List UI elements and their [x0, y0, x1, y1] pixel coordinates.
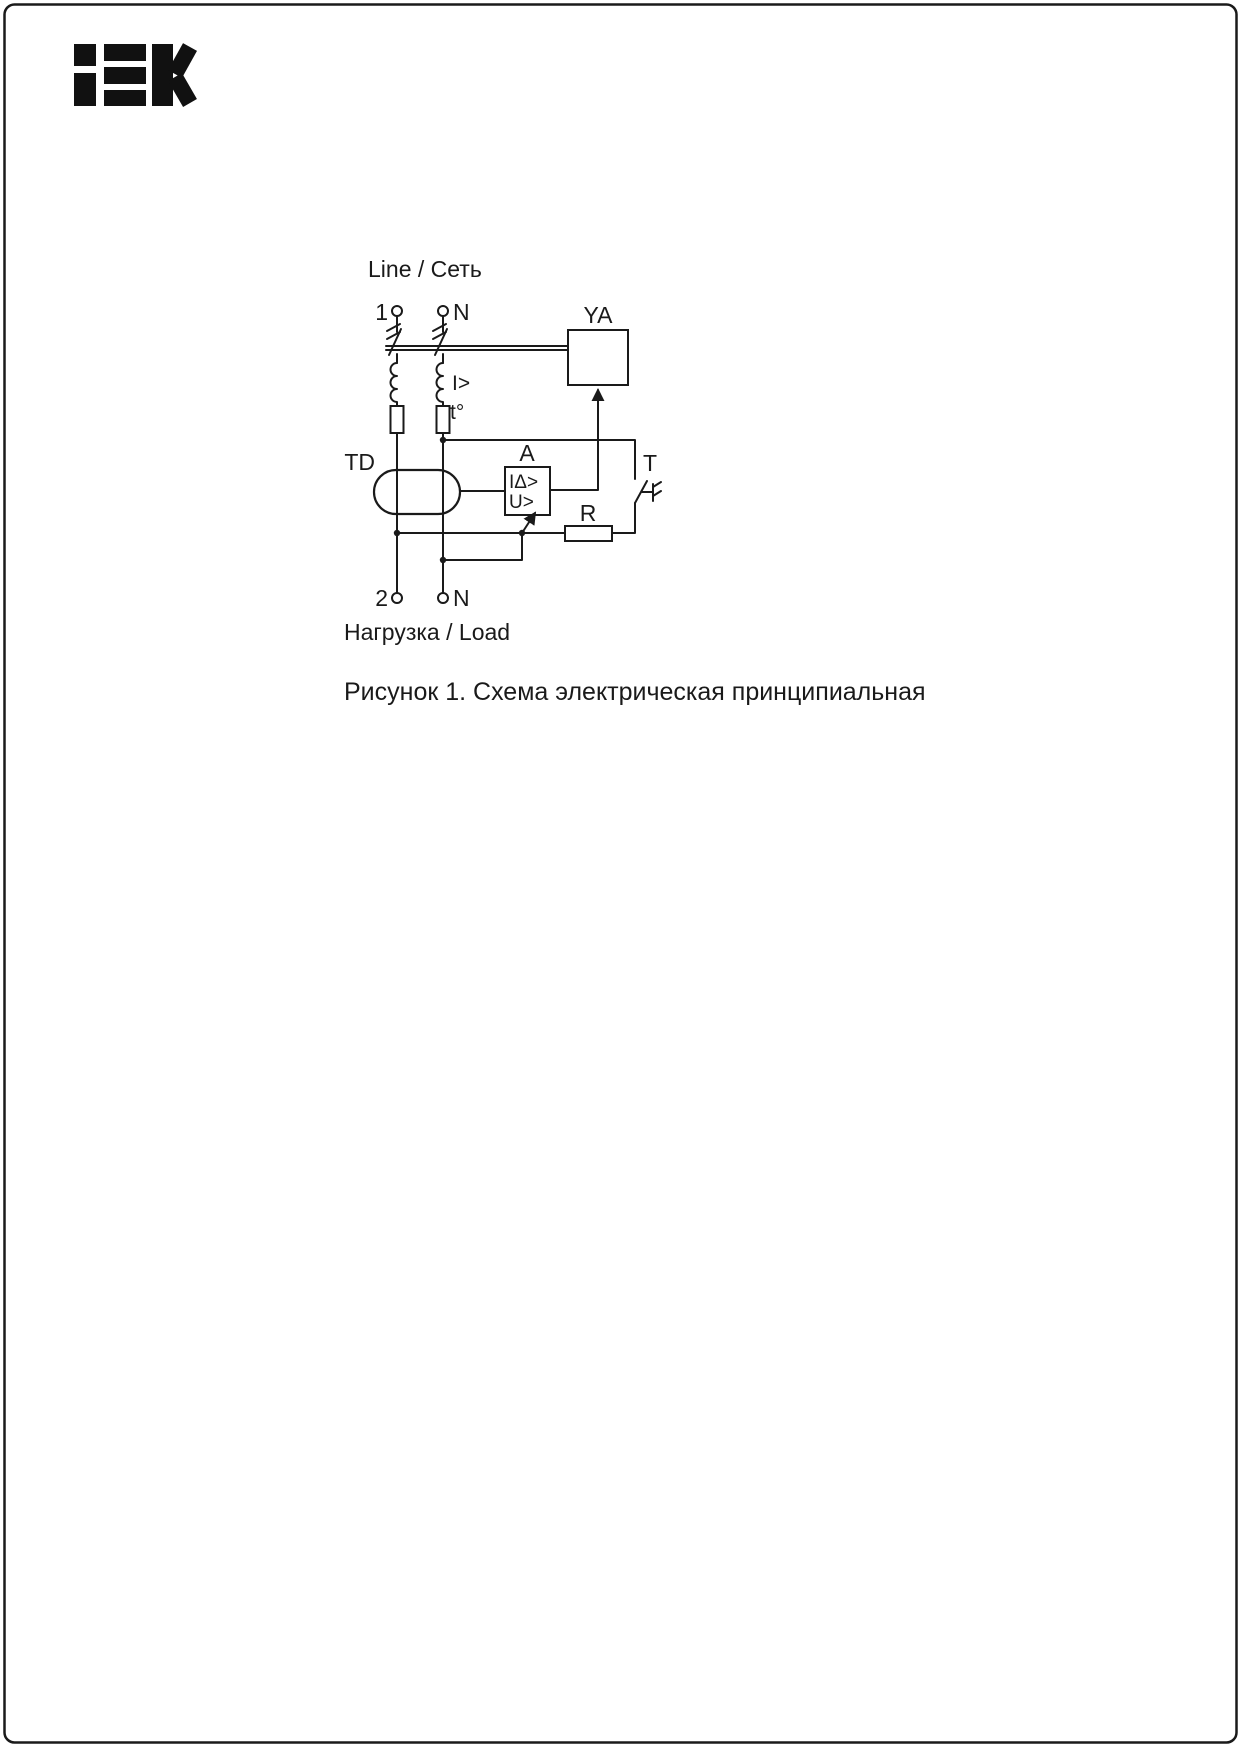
figure-caption: Рисунок 1. Схема электрическая принципиа…: [344, 678, 926, 706]
logo-e-bar-top: [104, 44, 146, 61]
thermal-release-polen: [435, 405, 451, 434]
page-border: [3, 3, 1238, 1744]
amplifier-line2-label: U>: [509, 492, 534, 513]
terminal-2: [391, 592, 403, 604]
test-button: [611, 480, 662, 534]
test-button-label: T: [643, 450, 657, 476]
terminal-1: [391, 305, 403, 317]
overcurrent-coil-polen: [435, 362, 444, 407]
terminal-n-bottom: [437, 592, 449, 604]
toroid-transformer: [372, 468, 462, 516]
mechanical-link: [385, 345, 569, 351]
line-net-label: Line / Сеть: [368, 256, 482, 282]
logo-k-arm-upper: [168, 43, 197, 78]
trip-coil-box: [567, 329, 629, 386]
test-resistor-box: [564, 525, 613, 542]
trip-coil-label: YA: [584, 302, 614, 328]
pole-n: [432, 315, 451, 594]
load-label: Нагрузка / Load: [344, 619, 510, 645]
thermal-release-label: t°: [450, 401, 464, 424]
resistor-label: R: [580, 500, 597, 526]
wire-test-to-resistor: [611, 502, 636, 534]
test-button-actuator: [641, 481, 662, 502]
contact-ticks-pole1: [386, 323, 401, 340]
amplifier-line1-label: IΔ>: [509, 472, 538, 493]
logo-k-arm-lower: [168, 73, 197, 107]
iek-logo: IEK: [74, 43, 197, 107]
logo-e-bar-bottom: [104, 90, 146, 106]
current-release-label: I>: [452, 372, 470, 395]
logo-e-bar-mid: [104, 67, 146, 84]
logo-i-dot: [74, 44, 96, 66]
logo-i-stem: [74, 73, 96, 106]
amplifier-box: [504, 466, 551, 516]
amplifier-label: A: [519, 440, 535, 466]
terminal-n-bottom-label: N: [453, 585, 470, 611]
logo-k-stem: [152, 44, 173, 106]
wire-amplifier-to-ya: [549, 388, 605, 491]
pole-1: [386, 315, 405, 594]
transformer-label: TD: [344, 449, 375, 475]
terminal-n-top: [437, 305, 449, 317]
schematic-diagram: Line / Сеть 1 N YA I> t° TD A T R IΔ> U>…: [344, 256, 662, 645]
terminal-n-top-label: N: [453, 299, 470, 325]
wire-n-to-amplifier: [442, 532, 523, 561]
contact-ticks-polen: [432, 323, 447, 340]
terminal-2-label: 2: [375, 585, 388, 611]
terminal-1-label: 1: [375, 299, 388, 325]
junction-dot: [439, 556, 447, 564]
thermal-release-pole1: [389, 405, 405, 434]
overcurrent-coil-pole1: [389, 362, 398, 407]
arrow-into-amplifier: [521, 511, 537, 534]
junction-dot: [439, 436, 447, 444]
wire-n-to-test: [442, 439, 636, 480]
junction-dot: [393, 529, 401, 537]
junction-dot: [518, 529, 526, 537]
